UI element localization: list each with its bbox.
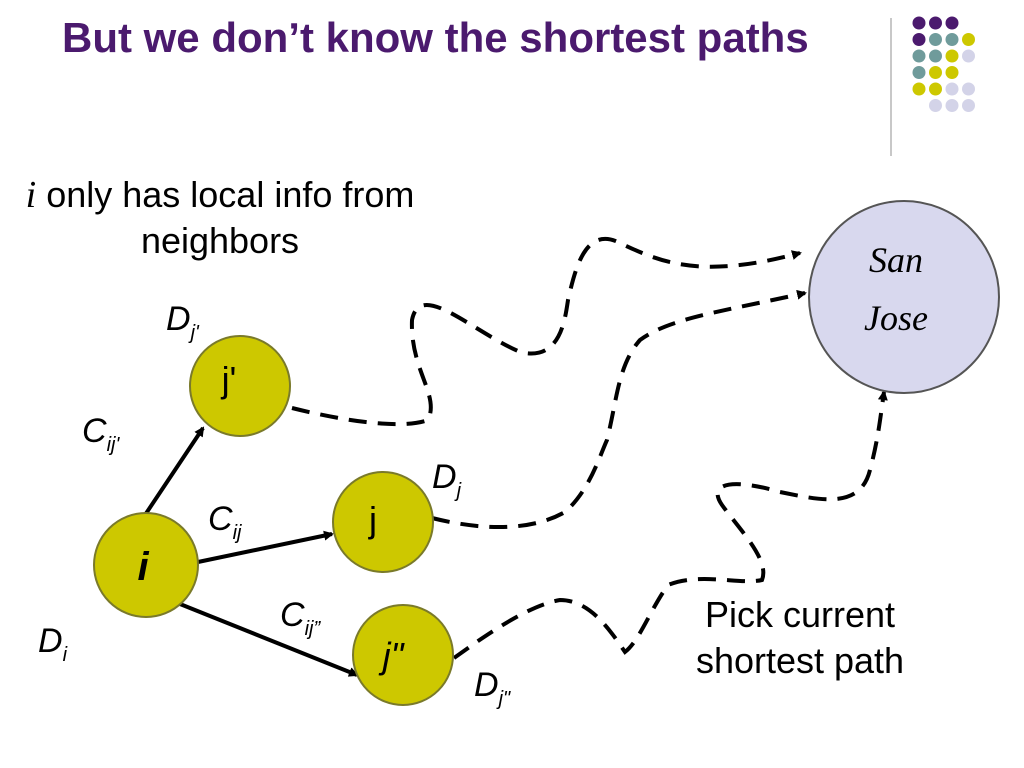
node-jprime-label: j' <box>221 359 237 400</box>
path-jprime-to-destination <box>291 236 802 427</box>
decorative-dot <box>962 99 975 112</box>
decorative-dot <box>912 33 926 46</box>
decorative-dot <box>912 16 926 30</box>
decorative-dot <box>912 82 926 96</box>
destination-label-line2: Jose <box>864 298 928 338</box>
local-info-text: i only has local info from neighbors <box>10 172 430 264</box>
node-j: j <box>332 471 434 573</box>
path-jdprime-to-destination <box>452 390 888 660</box>
label-c-ij: Cij <box>208 500 242 544</box>
decorative-dot <box>945 99 959 112</box>
edge-i-to-j <box>197 530 334 564</box>
edge-i-to-jprime <box>143 426 205 517</box>
decorative-dot <box>912 49 926 63</box>
decorative-divider <box>890 18 892 156</box>
label-d-i: Di <box>38 622 68 666</box>
node-san-jose: San Jose <box>808 200 1000 394</box>
decorative-dot <box>929 99 942 112</box>
label-c-ij-prime: Cij' <box>82 412 120 456</box>
node-jprime: j' <box>189 335 291 437</box>
slide-title: But we don’t know the shortest paths <box>62 14 809 61</box>
label-d-jprime: Dj' <box>166 300 199 344</box>
pick-shortest-path-text: Pick current shortest path <box>695 594 905 681</box>
label-d-jdprime: Dj" <box>474 666 511 710</box>
decorative-dot <box>929 66 942 79</box>
decorative-dot <box>945 49 959 63</box>
decorative-dot <box>929 33 942 46</box>
decorative-dot <box>929 16 942 30</box>
decorative-dot <box>929 49 942 63</box>
info-variable: i <box>25 174 37 216</box>
decorative-dot <box>962 82 975 96</box>
decorative-dot <box>962 49 975 63</box>
decorative-dot <box>945 33 959 46</box>
decorative-dot <box>945 82 959 96</box>
label-c-ij-dprime: Cij” <box>280 596 321 640</box>
info-description: only has local info from neighbors <box>36 174 415 261</box>
decorative-dot <box>945 16 959 30</box>
node-i-label: i <box>137 545 149 589</box>
path-j-to-destination <box>431 289 807 529</box>
edge-i-to-jdprime <box>179 602 359 677</box>
decorative-dot <box>962 33 975 46</box>
label-d-j: Dj <box>432 458 462 502</box>
decorative-dot <box>912 66 926 79</box>
decorative-dot <box>945 66 959 79</box>
node-jdprime: j" <box>352 604 454 706</box>
decorative-dot <box>929 82 942 96</box>
node-jdprime-label: j" <box>378 635 406 676</box>
destination-label-line1: San <box>869 240 923 280</box>
node-i: i <box>93 512 199 618</box>
decorative-dot-grid <box>912 16 975 112</box>
node-j-label: j <box>368 499 377 540</box>
